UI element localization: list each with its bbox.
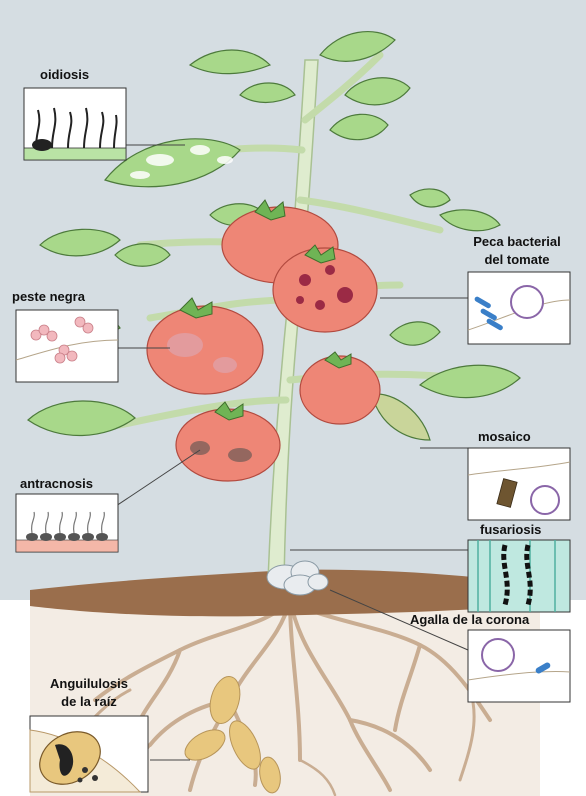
inset-oidiosis xyxy=(24,88,126,160)
inset-anguilulosis xyxy=(30,716,148,795)
inset-mosaico xyxy=(468,448,570,520)
label-anguilulosis-line1: Anguilulosis xyxy=(30,676,148,692)
inset-agalla xyxy=(468,630,570,702)
label-mosaico: mosaico xyxy=(478,429,531,445)
tomato-blight xyxy=(147,306,263,394)
label-peste-negra: peste negra xyxy=(12,289,85,305)
label-agalla: Agalla de la corona xyxy=(410,612,529,628)
label-anguilulosis-line2: de la raíz xyxy=(30,694,148,710)
inset-peca-bacterial xyxy=(468,272,570,344)
left-margin xyxy=(0,600,30,796)
inset-antracnosis xyxy=(16,494,118,552)
inset-fusariosis xyxy=(468,540,570,612)
label-antracnosis: antracnosis xyxy=(20,476,93,492)
label-oidiosis: oidiosis xyxy=(40,67,89,83)
label-peca-bacterial-line1: Peca bacterial xyxy=(455,234,579,250)
label-peca-bacterial-line2: del tomate xyxy=(455,252,579,268)
inset-peste-negra xyxy=(16,310,118,382)
label-fusariosis: fusariosis xyxy=(480,522,541,538)
